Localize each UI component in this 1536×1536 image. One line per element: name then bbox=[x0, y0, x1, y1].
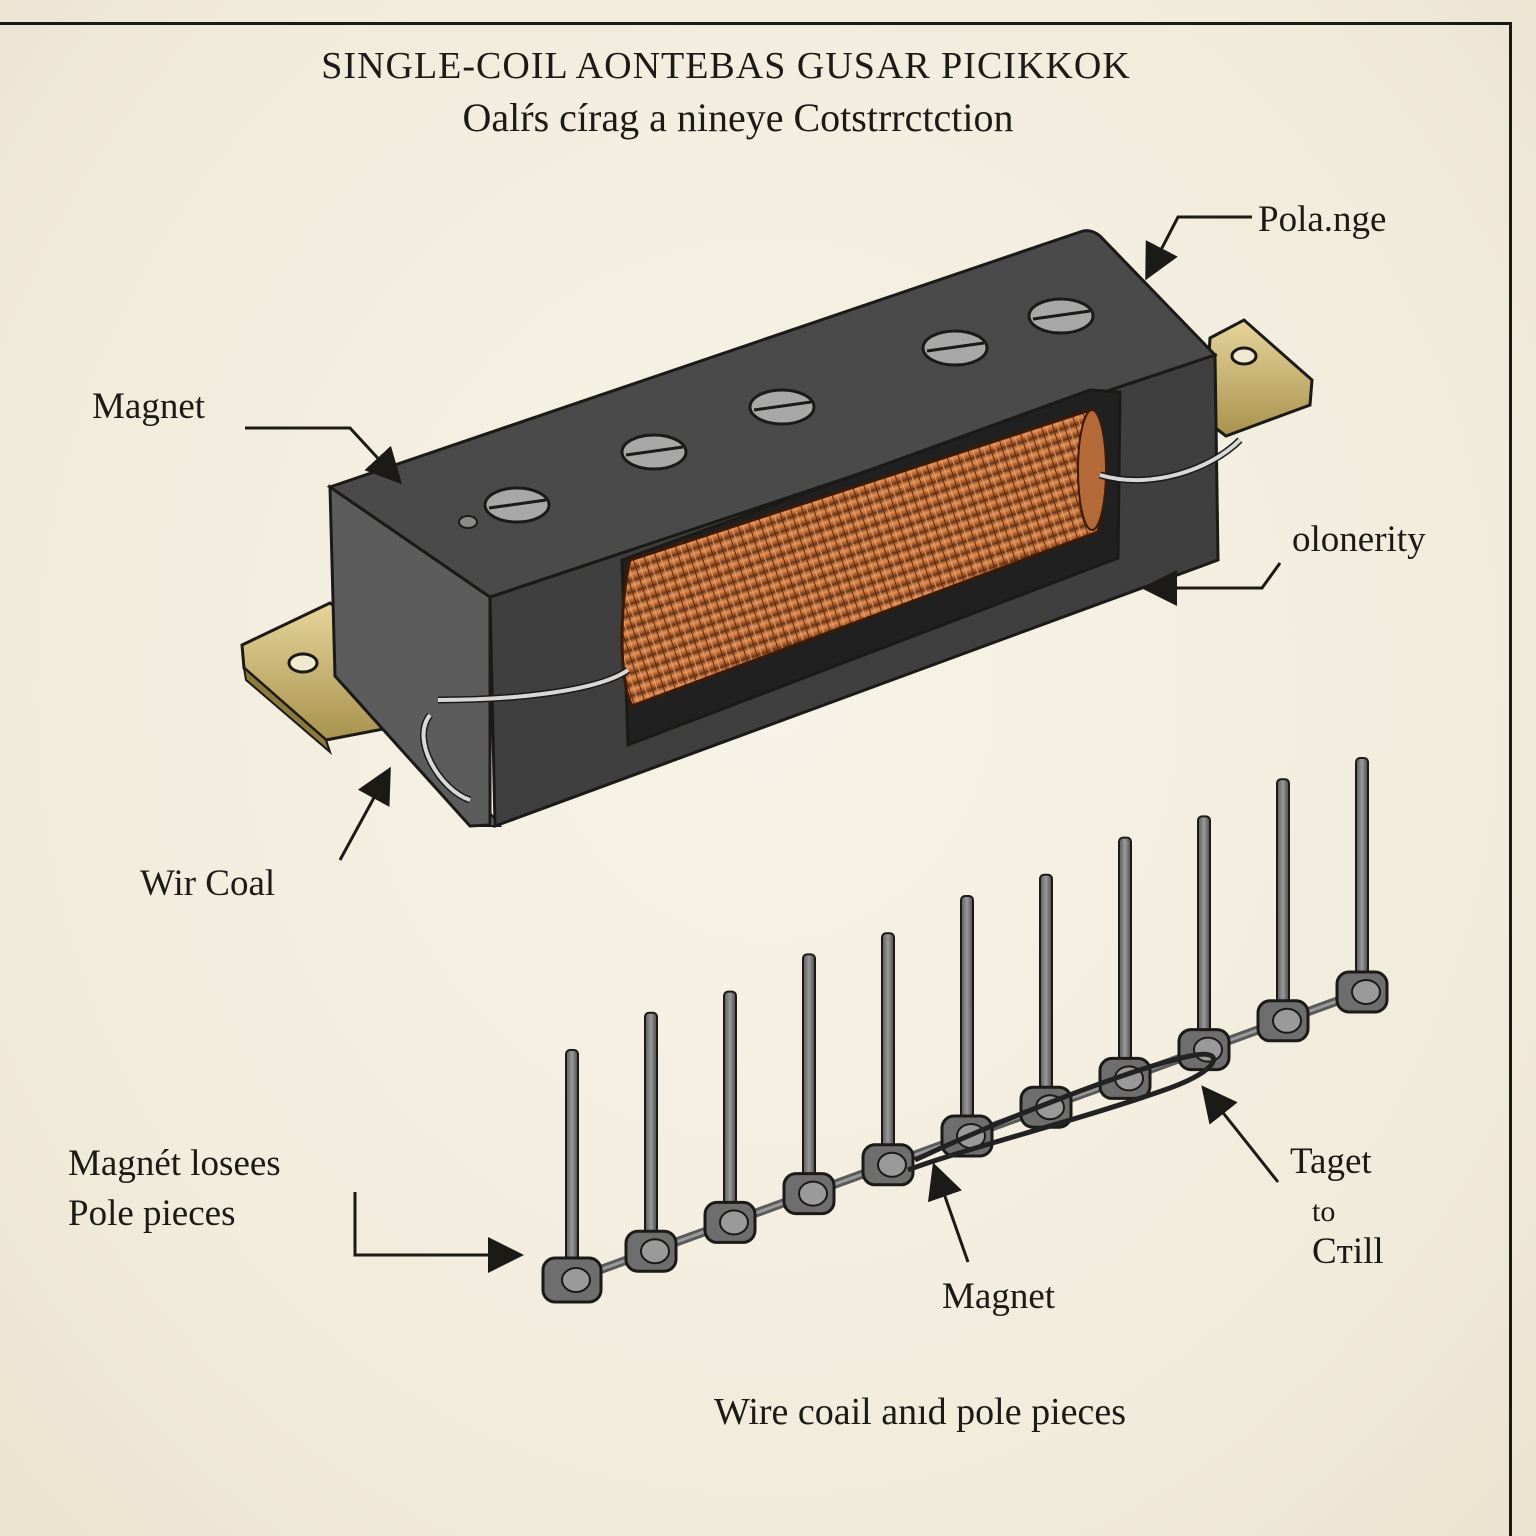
label-taget-line1: Taget bbox=[1290, 1141, 1372, 1182]
pole-piece bbox=[1019, 873, 1073, 1129]
mount-hole-icon bbox=[1230, 346, 1258, 366]
pole-piece bbox=[1177, 815, 1231, 1072]
top-border-rule bbox=[0, 22, 1510, 25]
diagram-subtitle: Oalŕs círag a nineye Cotstrrctction bbox=[462, 95, 1014, 140]
leader-lines-top bbox=[245, 215, 1282, 861]
label-magnet-top: Magnet bbox=[92, 386, 206, 427]
lead-wires bbox=[420, 437, 1243, 804]
pole-piece bbox=[1256, 778, 1310, 1043]
pole-piece bbox=[1335, 757, 1389, 1014]
label-magnet-losees-line1: Magnét losees bbox=[68, 1143, 281, 1184]
coil-window bbox=[620, 388, 1122, 748]
pole-screw-icon bbox=[483, 486, 551, 524]
label-magnet-bottom: Magnet bbox=[942, 1276, 1056, 1317]
pole-piece bbox=[782, 953, 836, 1216]
label-olonerity: olonerity bbox=[1292, 519, 1426, 560]
mount-hole-icon bbox=[287, 652, 319, 674]
label-wir-coal: Wir Coal bbox=[140, 863, 276, 904]
pole-piece bbox=[541, 1049, 603, 1304]
pole-piece bbox=[940, 895, 994, 1158]
pole-screw-icon bbox=[921, 329, 989, 367]
right-border-rule bbox=[1509, 22, 1512, 1536]
label-taget-line3: Cтill bbox=[1312, 1231, 1384, 1272]
label-magnet-losees-line2: Pole pieces bbox=[68, 1193, 236, 1234]
diagram-title: SINGLE-COIL AONTEBAS GUSAR PICIKKOK bbox=[321, 45, 1131, 87]
pole-screws bbox=[458, 297, 1095, 529]
pole-pieces-assembly bbox=[541, 757, 1389, 1304]
pole-piece bbox=[1098, 836, 1152, 1100]
pole-piece bbox=[703, 990, 757, 1244]
pole-screw-icon bbox=[1027, 297, 1095, 335]
diagram-caption: Wire coail anıd pole pieces bbox=[713, 1391, 1127, 1433]
label-pola-nge: Pola.nge bbox=[1258, 199, 1387, 240]
label-taget-line2: to bbox=[1312, 1195, 1336, 1228]
pole-piece bbox=[624, 1011, 678, 1273]
magnet-wire bbox=[907, 1051, 1216, 1173]
leader-lines-bottom bbox=[353, 1085, 1280, 1273]
pole-screw-icon bbox=[620, 433, 688, 471]
right-mounting-tab bbox=[1203, 318, 1314, 438]
pole-screw-icon bbox=[748, 388, 816, 426]
pole-piece bbox=[861, 932, 915, 1187]
